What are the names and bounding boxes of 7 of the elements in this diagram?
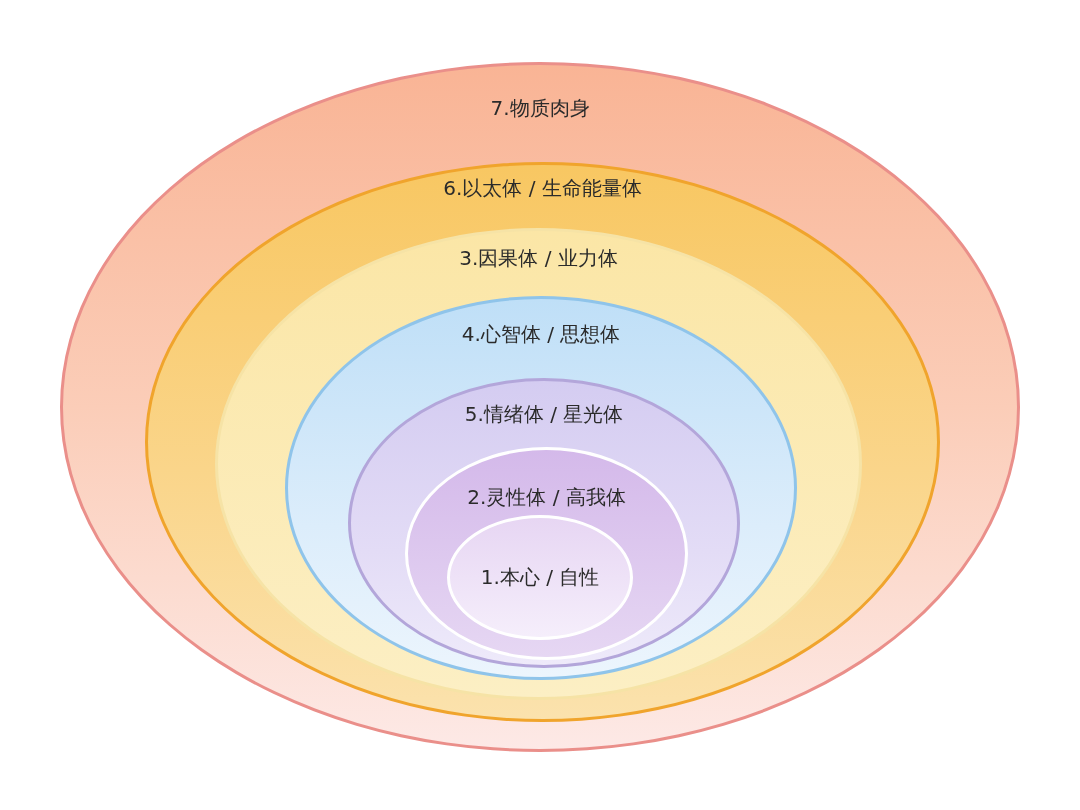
layer-label: 7.物质肉身: [490, 95, 590, 121]
layer-label: 2.灵性体 / 高我体: [467, 484, 626, 510]
layer-label: 3.因果体 / 业力体: [459, 245, 618, 271]
layer-label: 6.以太体 / 生命能量体: [443, 175, 642, 201]
layer-label: 1.本心 / 自性: [480, 564, 600, 590]
layer-label: 5.情绪体 / 星光体: [464, 401, 624, 427]
layer-label: 4.心智体 / 思想体: [461, 321, 621, 347]
